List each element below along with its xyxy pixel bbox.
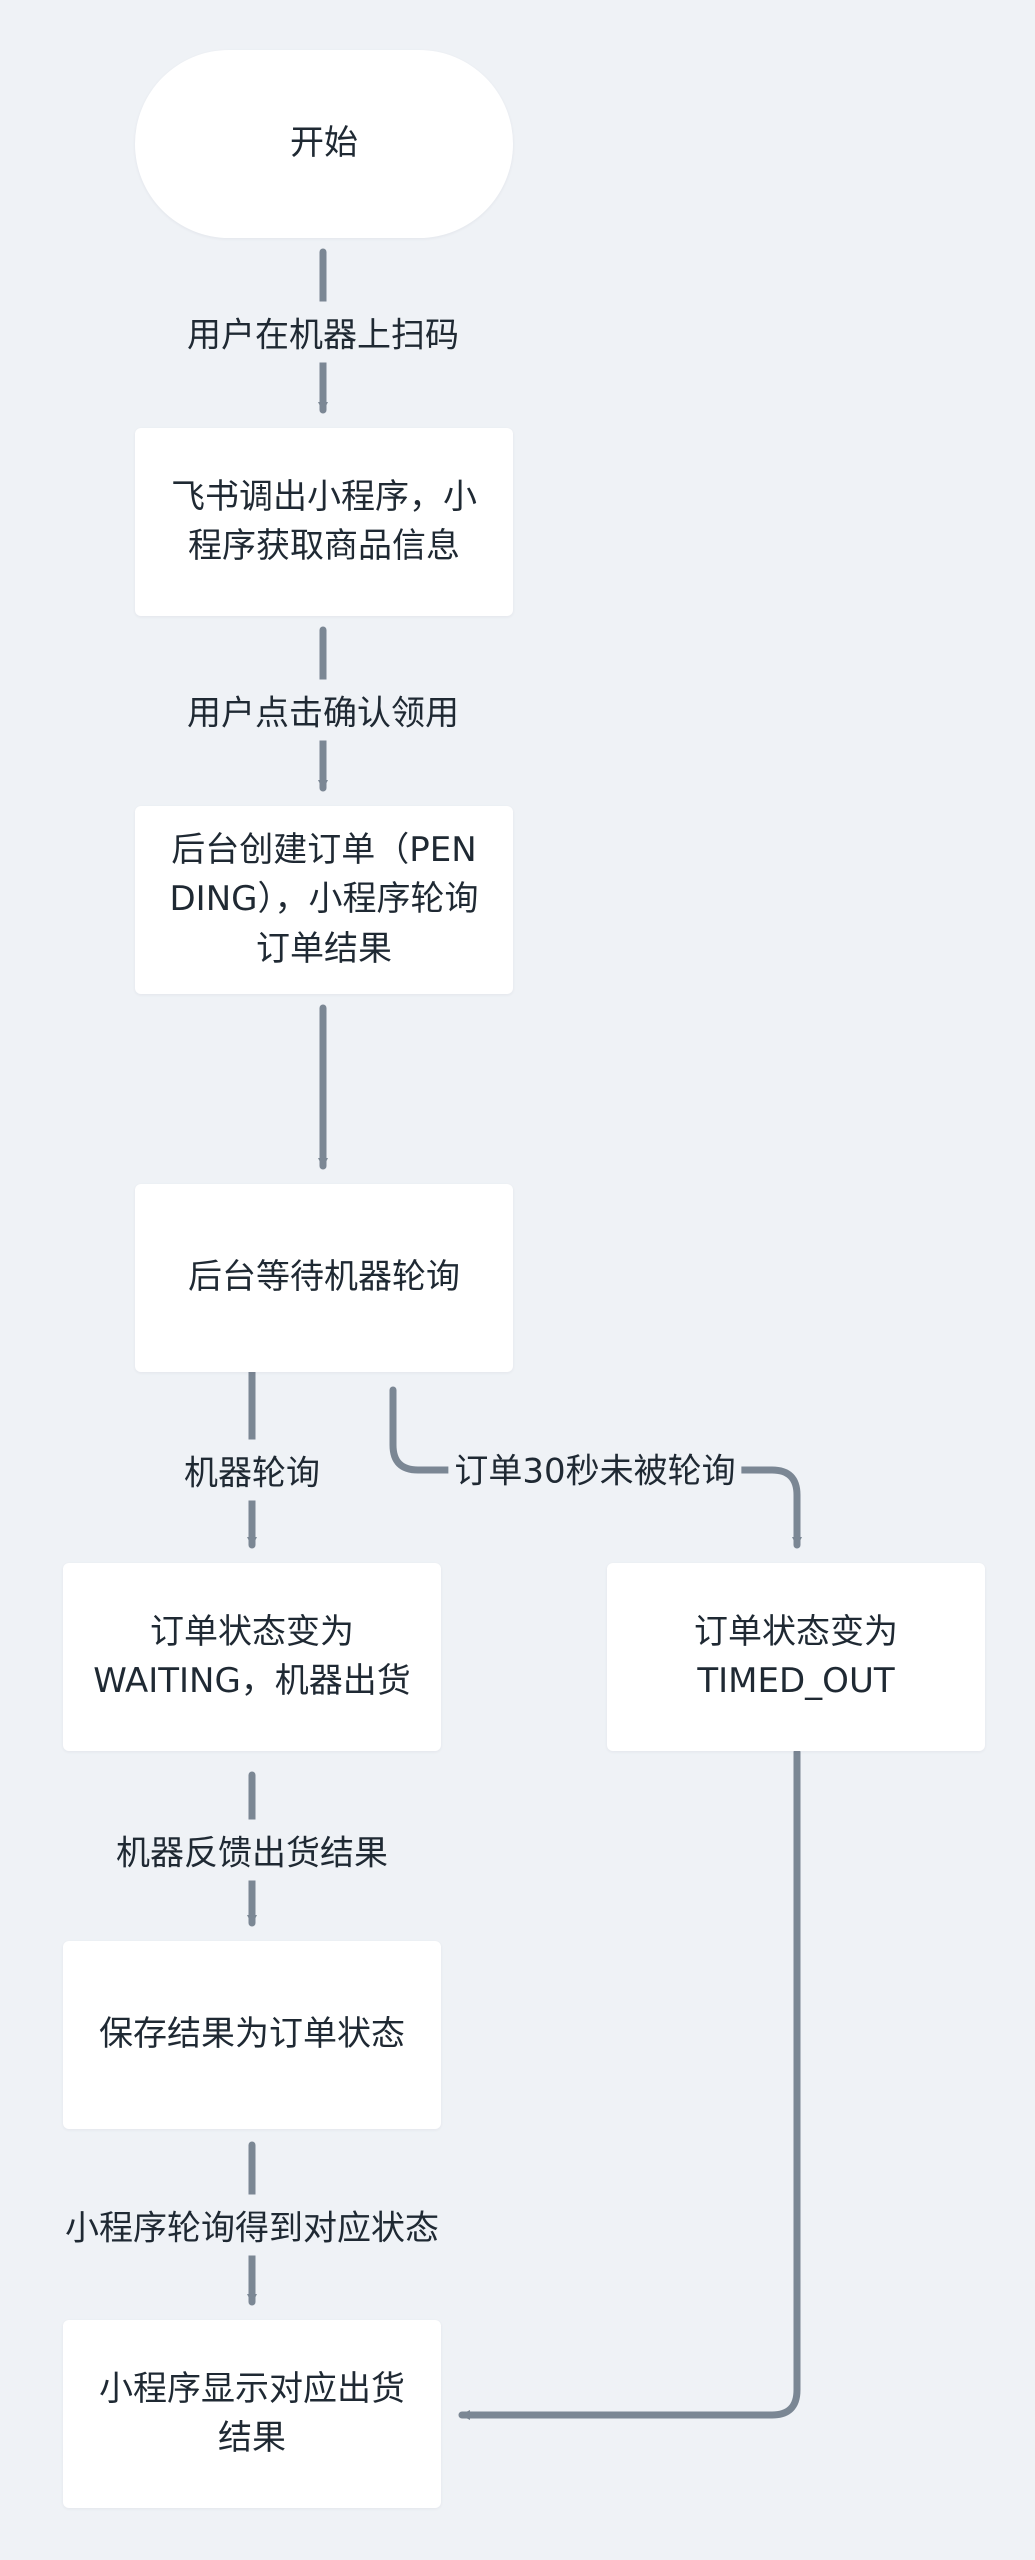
edge-timedout-to-result: [458, 1748, 801, 2420]
node-wait-poll: 后台等待机器轮询: [135, 1184, 513, 1372]
node-feishu: 飞书调出小程序，小 程序获取商品信息: [135, 428, 513, 616]
edge-label-timeout: 订单30秒未被轮询: [448, 1437, 742, 1499]
edge-label-feedback: 机器反馈出货结果: [110, 1819, 394, 1881]
node-start: 开始: [135, 50, 513, 238]
node-show-result: 小程序显示对应出货 结果: [63, 2320, 441, 2508]
edge-label-scan: 用户在机器上扫码: [181, 301, 465, 363]
edge-label-machine-poll: 机器轮询: [178, 1439, 326, 1501]
node-timed-out: 订单状态变为 TIMED_OUT: [607, 1563, 985, 1751]
node-create-order: 后台创建订单（PEN DING），小程序轮询 订单结果: [135, 806, 513, 994]
node-waiting: 订单状态变为 WAITING，机器出货: [63, 1563, 441, 1751]
edge-label-mini-poll: 小程序轮询得到对应状态: [59, 2194, 445, 2256]
edge-label-confirm: 用户点击确认领用: [181, 679, 465, 741]
node-save-result: 保存结果为订单状态: [63, 1941, 441, 2129]
